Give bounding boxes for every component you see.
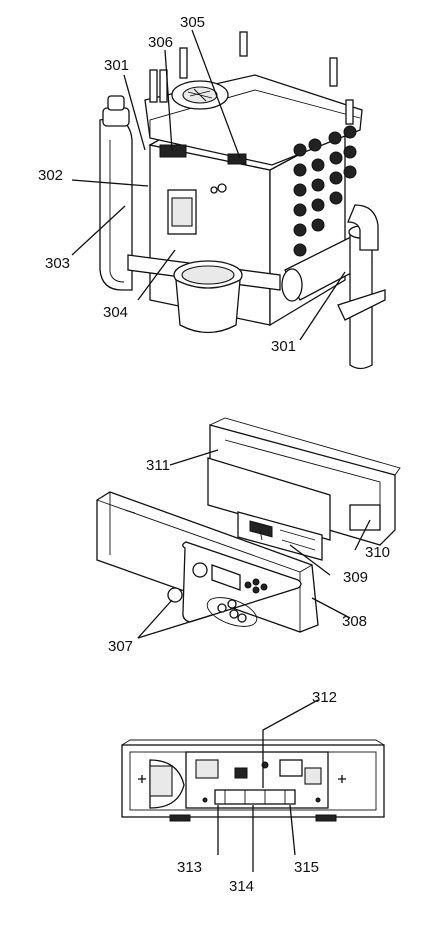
loose-knob — [167, 587, 183, 603]
mounting-bracket — [337, 289, 386, 321]
power-knob — [192, 562, 208, 578]
panel-306 — [159, 144, 187, 158]
leader-lines — [71, 29, 371, 872]
panel-305 — [227, 153, 247, 165]
label-310: 310 — [365, 544, 390, 561]
label-315: 315 — [294, 859, 319, 876]
label-303: 303 — [45, 255, 70, 272]
control-tray-assembly — [121, 739, 385, 822]
left-pipe-fitting — [102, 107, 130, 127]
part-labels: 301 302 303 304 305 306 301 311 310 309 … — [38, 14, 390, 895]
left-pipe-loop — [99, 117, 133, 291]
label-313: 313 — [177, 859, 202, 876]
label-306: 306 — [148, 34, 173, 51]
right-face-fittings — [293, 125, 357, 257]
label-307: 307 — [108, 638, 133, 655]
label-312: 312 — [312, 689, 337, 706]
label-301-top: 301 — [104, 57, 129, 74]
label-311: 311 — [146, 457, 170, 474]
label-305: 305 — [180, 14, 205, 31]
label-301-bottom: 301 — [271, 338, 296, 355]
heat-exchanger-assembly — [99, 31, 386, 370]
label-308: 308 — [342, 613, 367, 630]
label-309: 309 — [343, 569, 368, 586]
label-304: 304 — [103, 304, 128, 321]
button-group — [206, 597, 258, 627]
control-fascia — [182, 541, 302, 623]
terminal-strip — [214, 789, 296, 805]
plus-mark-left — [138, 775, 146, 783]
flue-cup — [175, 278, 241, 334]
front-panel-assembly — [96, 417, 401, 633]
label-302: 302 — [38, 167, 63, 184]
label-314: 314 — [229, 878, 254, 895]
display-screen — [211, 564, 241, 591]
plus-mark-right — [338, 775, 346, 783]
rear-plate — [207, 457, 331, 541]
